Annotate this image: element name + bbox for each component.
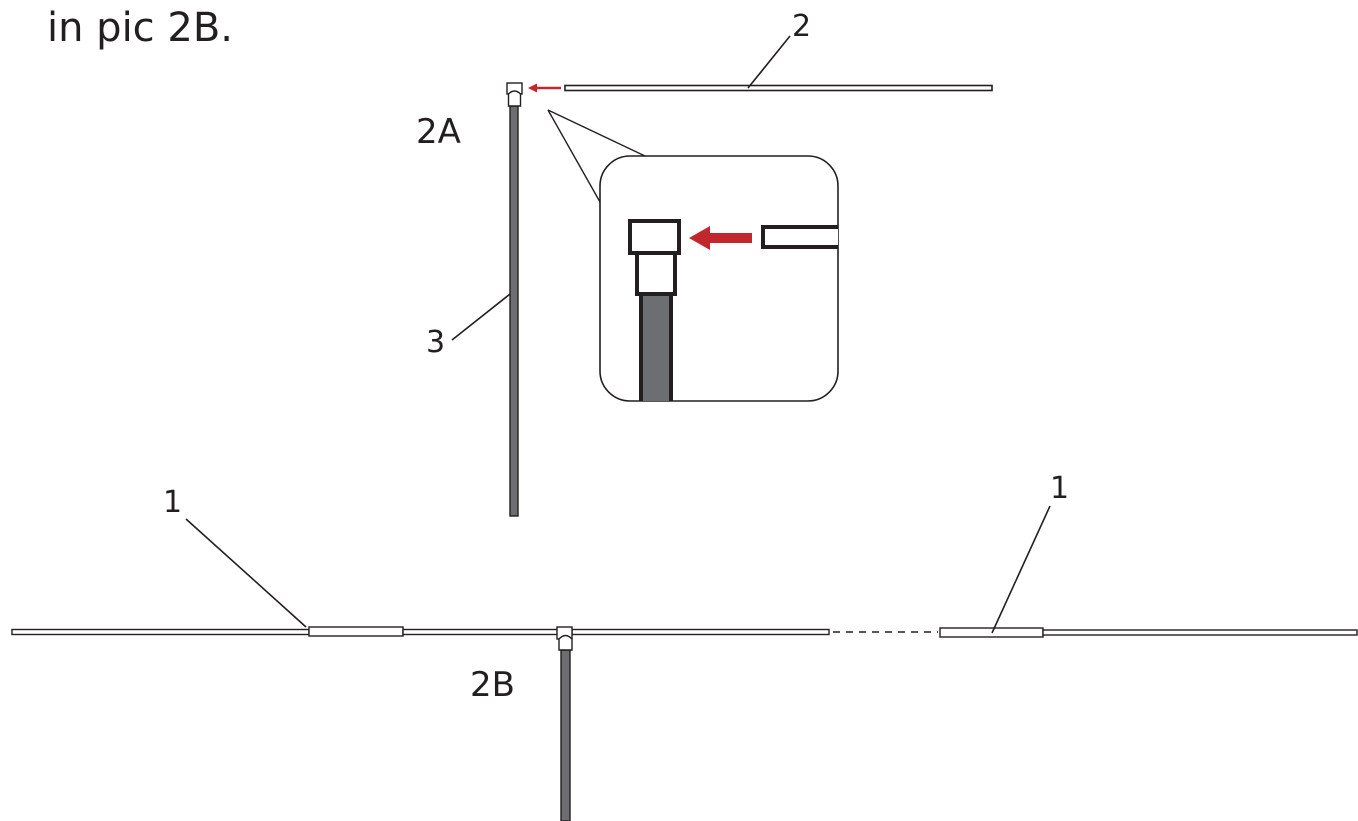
rod-right [1042,629,1358,636]
rod-middle-left [402,628,560,636]
leader-line-part-1-left [185,518,307,628]
figure-label-2a: 2A [416,112,461,152]
sleeve-left-part-1 [308,626,404,637]
leader-line-part-1-right [991,505,1051,634]
callout-part-2: 2 [792,9,812,44]
vertical-pole-2b [560,649,571,821]
leader-line-part-2 [747,35,791,89]
rod-left [11,628,310,636]
zoom-line-upper [547,109,646,157]
figure-label-2b: 2B [470,665,515,705]
callout-part-1-right: 1 [1050,471,1070,506]
leader-line-part-3 [451,293,511,341]
t-connector-2b [556,626,573,651]
assembled-frame-2b [11,505,1358,821]
horizontal-rod-part-2 [564,84,993,92]
insert-arrow-small [528,83,561,93]
insert-arrow-large [689,226,752,250]
instruction-caption: in pic 2B. [47,5,233,51]
t-connector-2a [506,82,523,107]
callout-part-3: 3 [426,325,446,360]
vertical-pole-part-3 [509,105,519,517]
zoom-line-lower [547,109,601,203]
detail-inset [599,155,839,402]
rod-middle-right [571,628,830,636]
callout-part-1-left: 1 [163,485,183,520]
